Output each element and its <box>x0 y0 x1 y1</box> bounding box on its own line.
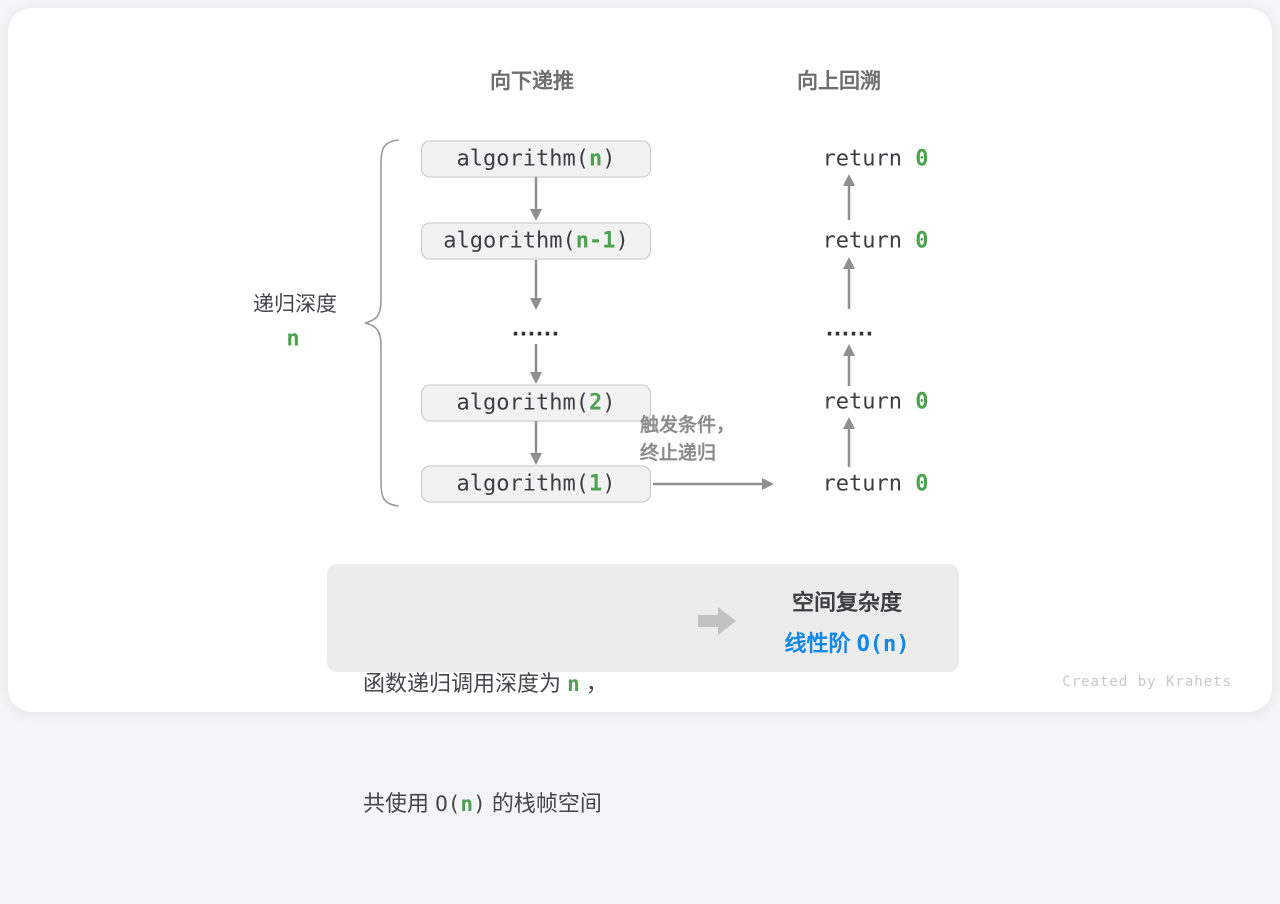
backtrack-up-header: 向上回溯 <box>797 70 881 93</box>
recursion-depth-value: n <box>286 326 300 352</box>
summary-text: 共使用 <box>363 791 436 816</box>
return-stmt: return 0 <box>770 122 929 197</box>
return-stmt: return 0 <box>770 365 929 440</box>
call-frame-2: algorithm(2) <box>421 384 651 422</box>
code-text: algorithm( <box>456 146 589 172</box>
code-arg: 2 <box>588 390 603 416</box>
up-arrow-icon <box>842 174 856 220</box>
recursion-depth-label: 递归深度 <box>253 293 337 316</box>
watermark: Created by Krahets <box>1062 674 1232 690</box>
summary-left-text: 函数递归调用深度为 n ， 共使用 O(n) 的栈帧空间 <box>363 584 608 904</box>
right-arrow-icon <box>653 477 775 491</box>
up-arrow-icon <box>842 344 856 386</box>
summary-code: ) <box>473 792 486 816</box>
base-case-note: 触发条件， 终止递归 <box>640 412 735 468</box>
code-text: algorithm( <box>456 471 589 497</box>
summary-panel: 函数递归调用深度为 n ， 共使用 O(n) 的栈帧空间 空间复杂度 线性阶 O… <box>327 564 959 816</box>
summary-right-text: 空间复杂度 线性阶 O(n) <box>757 582 937 665</box>
summary-highlight: n <box>567 672 580 696</box>
summary-code: O( <box>435 792 461 816</box>
call-frame-n: algorithm(n) <box>421 140 651 178</box>
recurse-down-header: 向下递推 <box>490 70 574 93</box>
down-arrow-icon <box>529 177 543 221</box>
return-value: 0 <box>915 146 929 172</box>
summary-text: 函数递归调用深度为 <box>363 671 568 696</box>
base-case-note-line2: 终止递归 <box>640 443 717 464</box>
summary-text: ， <box>579 671 608 696</box>
code-text: algorithm( <box>456 390 589 416</box>
diagram-card: 向下递推 向上回溯 递归深度 n algorithm(n) algorithm(… <box>8 8 1272 816</box>
code-text: return <box>822 389 916 415</box>
up-arrow-icon <box>842 417 856 467</box>
space-complexity-result: 线性阶 O(n) <box>757 623 937 665</box>
code-text: return <box>822 471 916 497</box>
summary-line2: 共使用 O(n) 的栈帧空间 <box>363 784 608 824</box>
up-arrow-icon <box>842 257 856 309</box>
depth-brace-icon <box>360 139 402 507</box>
down-arrow-icon <box>529 260 543 310</box>
code-text: ) <box>615 228 629 254</box>
call-frame-n-1: algorithm(n-1) <box>421 222 651 260</box>
implies-arrow-icon <box>698 607 736 635</box>
code-text: ) <box>602 471 616 497</box>
return-stmt: return 0 <box>770 204 929 279</box>
code-text: ) <box>602 390 616 416</box>
code-arg: n <box>588 146 603 172</box>
summary-line1: 函数递归调用深度为 n ， <box>363 664 608 704</box>
base-case-note-line1: 触发条件， <box>640 415 736 436</box>
code-text: ) <box>602 146 616 172</box>
down-arrow-icon <box>529 344 543 384</box>
summary-highlight: n <box>460 792 474 816</box>
return-value: 0 <box>915 471 929 497</box>
code-arg: 1 <box>588 471 603 497</box>
return-stmt: return 0 <box>770 447 929 522</box>
summary-code: O(n) <box>856 632 910 657</box>
ellipsis-down: …… <box>511 313 560 342</box>
call-frame-1: algorithm(1) <box>421 465 651 503</box>
code-text: return <box>822 146 916 172</box>
down-arrow-icon <box>529 421 543 465</box>
code-text: return <box>822 228 916 254</box>
return-value: 0 <box>915 389 929 415</box>
return-value: 0 <box>915 228 929 254</box>
ellipsis-up: …… <box>825 313 874 342</box>
space-complexity-title: 空间复杂度 <box>791 590 902 615</box>
code-text: algorithm( <box>443 228 576 254</box>
summary-text: 的栈帧空间 <box>485 791 602 816</box>
summary-text: 线性阶 <box>784 631 857 656</box>
code-arg: n-1 <box>575 228 616 254</box>
